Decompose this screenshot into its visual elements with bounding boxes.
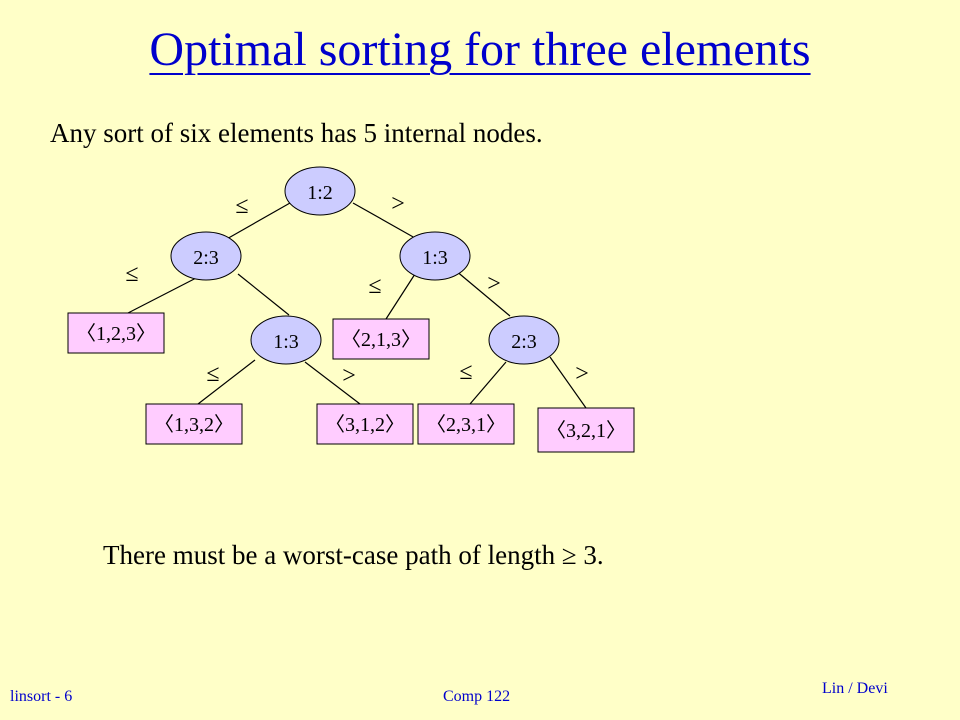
footer-authors: Lin / Devi [822,680,888,697]
edge-n3-n5 [454,269,511,317]
tree-leaf-label: 〈3,2,1〉 [546,420,626,442]
edge-label-le: ≤ [368,273,381,299]
tree-node-label: 2:3 [193,247,219,269]
edge-n4-l2 [197,359,256,405]
tree-node-n2: 2:3 [170,231,242,281]
edge-label-gt: > [391,191,405,217]
footer-slide-id: linsort - 6 [10,688,73,705]
edge-n5-l6 [549,356,587,409]
tree-node-n4: 1:3 [250,315,322,365]
edge-label-le: ≤ [235,193,248,219]
tree-edges [127,202,587,409]
tree-leaf-l6: 〈3,2,1〉 [537,407,635,453]
tree-leaf-l2: 〈1,3,2〉 [145,403,243,445]
footer-course: Comp 122 [443,688,511,705]
tree-node-label: 1:2 [307,182,333,204]
tree-node-n1: 1:2 [284,166,356,216]
edge-label-gt: > [575,361,589,387]
tree-node-label: 2:3 [511,331,537,353]
tree-leaf-l4: 〈2,1,3〉 [332,318,430,360]
edge-label-gt: > [342,363,356,389]
tree-leaf-label: 〈1,2,3〉 [76,323,156,345]
edge-n2-l1 [127,275,201,314]
edge-label-gt: > [487,271,501,297]
edge-n1-n2 [224,202,291,241]
edge-n3-l4 [385,273,416,320]
tree-node-label: 1:3 [273,331,299,353]
edge-n2-n4 [237,273,290,316]
tree-leaf-l1: 〈1,2,3〉 [67,312,165,354]
tree-leaf-label: 〈1,3,2〉 [154,414,234,436]
slide-subtitle: Any sort of six elements has 5 internal … [50,118,543,148]
tree-leaf-l5: 〈2,3,1〉 [417,403,515,445]
tree-leaf-label: 〈3,1,2〉 [325,414,405,436]
slide-title: Optimal sorting for three elements [149,23,811,76]
tree-leaf-label: 〈2,1,3〉 [341,329,421,351]
tree-leaf-label: 〈2,3,1〉 [426,414,506,436]
tree-leaf-l3: 〈3,1,2〉 [316,403,414,445]
tree-node-label: 1:3 [422,247,448,269]
tree-node-n5: 2:3 [488,315,560,365]
edge-n4-l3 [304,361,361,405]
edge-n1-n3 [352,202,416,239]
edge-label-le: ≤ [459,359,472,385]
tree-node-n3: 1:3 [399,231,471,281]
edge-label-le: ≤ [125,261,138,287]
edge-label-le: ≤ [206,361,219,387]
edge-n5-l5 [469,361,507,405]
conclusion-text: There must be a worst-case path of lengt… [103,540,604,570]
